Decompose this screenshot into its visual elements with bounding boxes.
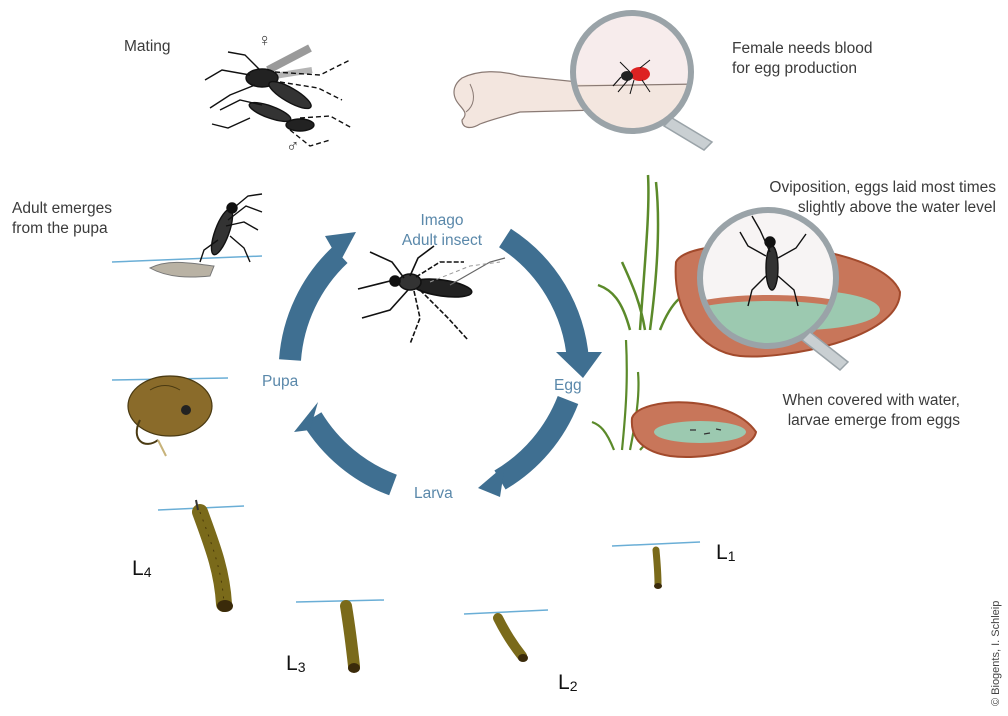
label-female-blood-line1: Female needs blood xyxy=(732,39,872,59)
stage-l1-sub: 1 xyxy=(728,548,736,564)
stage-l2-sub: 2 xyxy=(570,678,578,694)
cycle-arrow-egg-to-larva-head xyxy=(478,465,505,497)
label-oviposition-line1: Oviposition, eggs laid most times xyxy=(700,178,996,198)
cycle-label-imago: Imago Adult insect xyxy=(372,211,512,251)
cycle-label-pupa: Pupa xyxy=(262,372,298,392)
stage-l4-sub: 4 xyxy=(144,564,152,580)
pupa-icon xyxy=(112,376,228,456)
cycle-label-imago-line2: Adult insect xyxy=(372,231,512,251)
emerging-adult-icon xyxy=(112,194,262,277)
label-covered-water-line1: When covered with water, xyxy=(740,391,960,411)
stage-l3-letter: L xyxy=(286,652,298,675)
larva-l3-icon xyxy=(296,600,384,673)
stage-l4-letter: L xyxy=(132,557,144,580)
cycle-label-imago-line1: Imago xyxy=(372,211,512,231)
cycle-arrow-imago-to-egg-head xyxy=(556,352,602,378)
cycle-label-egg: Egg xyxy=(554,376,582,396)
flooded-pot-icon xyxy=(592,340,756,457)
adult-mosquito-icon xyxy=(358,246,505,344)
label-oviposition: Oviposition, eggs laid most times slight… xyxy=(700,178,996,218)
label-female-blood: Female needs blood for egg production xyxy=(732,39,872,79)
label-adult-emerges-line1: Adult emerges xyxy=(12,199,112,219)
cycle-arrow-egg-to-larva xyxy=(500,400,568,480)
stage-l3-sub: 3 xyxy=(298,659,306,675)
female-sign: ♀ xyxy=(258,30,272,50)
stage-label-l4: L4 xyxy=(132,557,151,581)
larva-l4-icon xyxy=(158,500,244,612)
cycle-label-larva: Larva xyxy=(414,484,453,504)
stage-label-l2: L2 xyxy=(558,671,577,695)
label-mating: Mating xyxy=(124,37,171,57)
stage-l1-letter: L xyxy=(716,541,728,564)
larva-l2-icon xyxy=(464,610,548,662)
cycle-arrow-pupa-to-imago xyxy=(290,255,340,360)
label-oviposition-line2: slightly above the water level xyxy=(700,198,996,218)
larva-l1-icon xyxy=(612,542,700,589)
cycle-arrows xyxy=(290,232,602,497)
stage-label-l3: L3 xyxy=(286,652,305,676)
label-female-blood-line2: for egg production xyxy=(732,59,872,79)
label-covered-water-line2: larvae emerge from eggs xyxy=(740,411,960,431)
cycle-arrow-larva-to-pupa xyxy=(312,418,393,485)
label-adult-emerges: Adult emerges from the pupa xyxy=(12,199,112,239)
label-adult-emerges-line2: from the pupa xyxy=(12,219,112,239)
cycle-arrow-imago-to-egg xyxy=(505,238,578,360)
male-sign: ♂ xyxy=(286,136,300,156)
label-covered-water: When covered with water, larvae emerge f… xyxy=(740,391,960,431)
stage-label-l1: L1 xyxy=(716,541,735,565)
mosquito-mating-icon xyxy=(205,48,352,146)
stage-l2-letter: L xyxy=(558,671,570,694)
arm-bite-magnifier-icon xyxy=(454,13,712,150)
credit-line: © Biogents, I. Schleip xyxy=(990,601,1002,706)
